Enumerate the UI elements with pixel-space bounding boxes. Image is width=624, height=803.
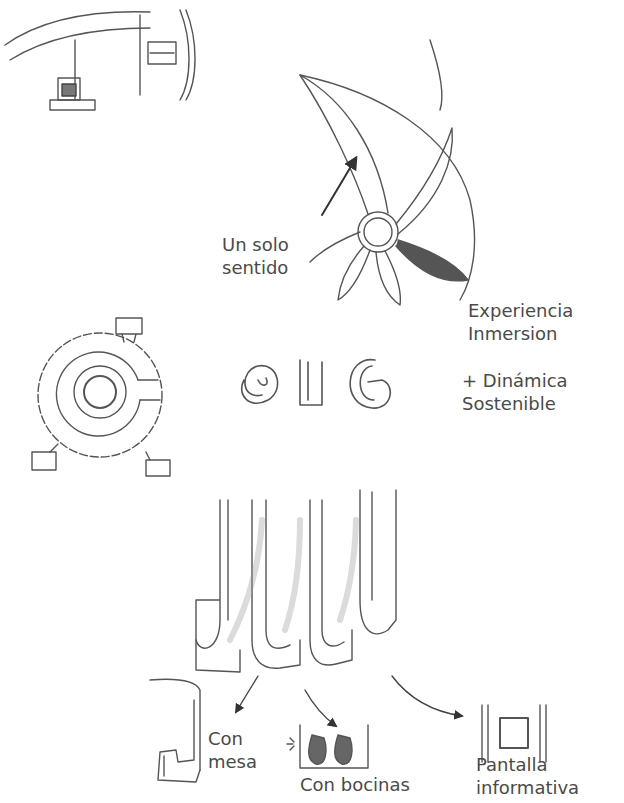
sketch-note: Con mesa — [208, 728, 272, 773]
sketch-note: Un solo sentido — [222, 234, 322, 279]
table-variant-sketch — [150, 679, 200, 782]
variant-arrow — [236, 676, 258, 712]
form-studies — [242, 360, 391, 408]
fan-sketch — [300, 40, 475, 305]
variant-arrow — [305, 690, 336, 726]
sketch-note: Pantalla informativa — [476, 754, 618, 799]
sketch-note: Experiencia Inmersion — [468, 300, 618, 345]
ring-sketch — [32, 318, 170, 476]
module-sketch — [196, 490, 396, 672]
speaker-variant-sketch — [287, 725, 368, 768]
screen-variant-sketch — [482, 705, 546, 762]
sketch-note: + Dinámica Sostenible — [462, 370, 618, 415]
variant-arrow — [392, 676, 462, 716]
sketch-note: Con bocinas — [300, 774, 440, 797]
kiosk-sketch — [5, 10, 195, 110]
